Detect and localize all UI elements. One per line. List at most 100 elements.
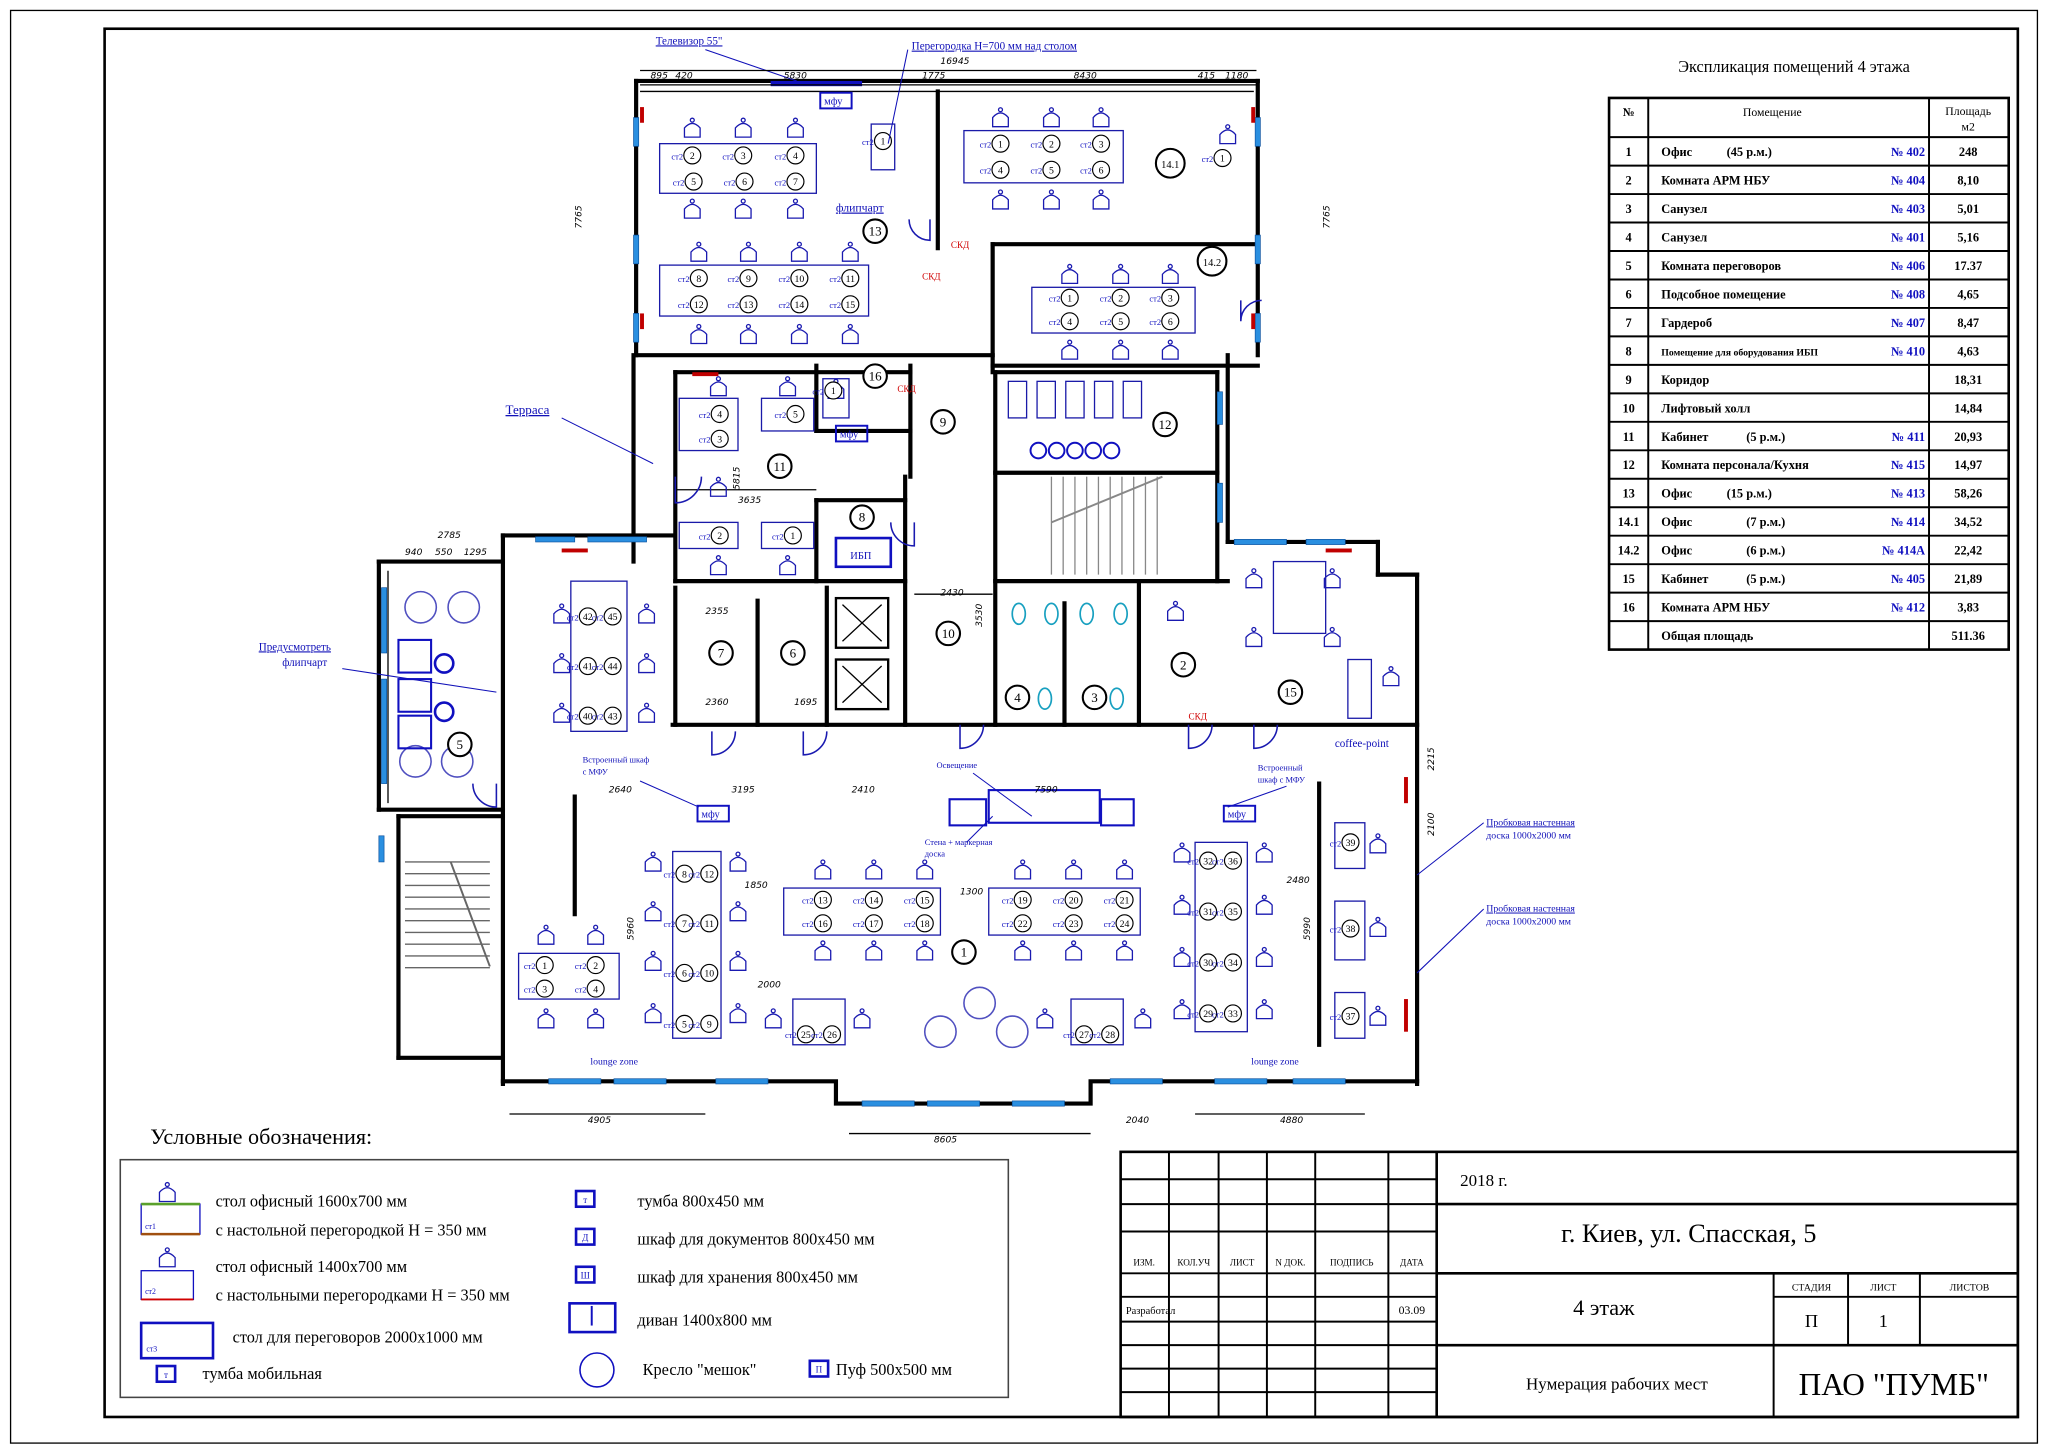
chair-icon	[553, 652, 571, 674]
desk-type-label: ст2	[1002, 896, 1014, 906]
workplace-label: 27	[1079, 1030, 1089, 1041]
annotation-terrace: Терраса	[506, 402, 550, 417]
desk-type-label: ст2	[980, 166, 992, 176]
workplace-label: 38	[1346, 924, 1356, 935]
workplace-circle	[786, 404, 805, 424]
workplace-label: 3	[542, 984, 547, 995]
cell-area: 22,42	[1954, 544, 1982, 558]
dimension-label: 3195	[731, 786, 754, 796]
cell-room-note: (5 р.м.)	[1746, 572, 1785, 586]
workplace-label: 44	[608, 662, 618, 673]
access-control-label: СКД	[1189, 712, 1207, 722]
desk-type-label: ст2	[664, 969, 676, 979]
workplace-circle	[689, 295, 708, 314]
workplace-circle	[535, 956, 554, 975]
desk3-code: ст3	[146, 1345, 157, 1354]
chair-icon	[1161, 339, 1179, 360]
mfu-box	[696, 804, 730, 823]
workplace-label: 6	[1168, 317, 1173, 328]
room-number: 14.1	[1161, 160, 1179, 171]
leader-line	[705, 49, 797, 82]
door-swing	[959, 724, 985, 750]
chair-icon	[814, 940, 832, 961]
chair-seat	[1173, 847, 1191, 863]
workplace-circle	[873, 131, 893, 151]
workplace-circle	[864, 890, 883, 909]
room-number-circle	[1004, 684, 1031, 711]
room-number-marker: 14.2	[1196, 245, 1228, 277]
chair-icon	[638, 603, 656, 624]
desk-type-label: ст2	[1187, 958, 1199, 968]
workplace-circle	[675, 914, 694, 933]
cell-room-name: Помещение для оборудования ИБП	[1661, 347, 1818, 358]
window	[548, 1078, 602, 1085]
workplace-label: 8	[696, 274, 701, 285]
workplace-label: 1	[831, 386, 836, 397]
chair-icon	[537, 1008, 555, 1029]
room-number-circle	[1152, 411, 1178, 438]
workplace-label: 12	[704, 869, 714, 880]
workplace-circle	[675, 1014, 694, 1033]
desk-type-label: ст2	[1100, 317, 1112, 327]
window	[1011, 1100, 1065, 1107]
chair-knob	[1118, 263, 1124, 270]
workplace-label: 35	[1228, 907, 1238, 918]
legend-text-desk1-line2: с настольной перегородкой Н = 350 мм	[216, 1220, 487, 1239]
desk-type-label: ст2	[1187, 857, 1199, 867]
desk-type-label: ст2	[664, 919, 676, 929]
chair-icon	[916, 940, 934, 961]
annotation-cork-board-1b: доска 1000х2000 мм	[1486, 830, 1571, 841]
workplace-label: 3	[1099, 139, 1104, 150]
beanbag-icon	[923, 1015, 957, 1049]
chair-icon	[644, 950, 662, 971]
chair-seat	[729, 856, 747, 872]
chair-seat	[587, 929, 605, 945]
cell-no: 2	[1626, 174, 1632, 188]
mobile-pedestal-icon	[155, 1364, 177, 1384]
year-label: 2018 г.	[1460, 1171, 1507, 1190]
chair-knob	[847, 241, 853, 247]
chair-icon	[1173, 999, 1191, 1020]
desk-type-label: ст2	[688, 870, 700, 880]
annotation-flipchart: флипчарт	[836, 202, 884, 215]
workplace-label: 2	[1118, 293, 1123, 304]
annotation-flipchart-provide-1: Предусмотреть	[259, 641, 331, 653]
dimension-label: 2480	[1286, 876, 1309, 886]
chair-knob	[1098, 189, 1104, 195]
cell-room-code: № 401	[1891, 230, 1925, 244]
annotation-wall-board-1: Стена + маркерная	[925, 837, 993, 847]
chair-seat	[779, 560, 797, 576]
chair-knob	[997, 189, 1004, 195]
cell-no: 11	[1623, 430, 1635, 444]
workplace-label: 1	[1220, 154, 1225, 165]
red-partition	[1251, 107, 1256, 123]
chair-knob	[785, 376, 791, 382]
workplace-circle	[1042, 160, 1061, 179]
leader-line	[342, 668, 497, 693]
room-number: 5	[457, 737, 464, 752]
desk-type-label: ст2	[1330, 1012, 1342, 1022]
workplace-label: 34	[1228, 958, 1238, 969]
cell-room-code: № 412	[1891, 601, 1925, 615]
chair-icon	[779, 555, 797, 576]
workplace-circle	[735, 172, 754, 191]
chair-seat	[1255, 847, 1273, 863]
workplace-circle	[1223, 1004, 1243, 1023]
room-number-circle	[951, 939, 977, 965]
workplace-label: 15	[845, 300, 855, 311]
workplace-circle	[1111, 288, 1130, 307]
cell-no: 5	[1626, 259, 1632, 273]
workplace-label: 5	[682, 1020, 687, 1031]
workplace-circle	[1042, 134, 1061, 153]
dimension-label: 7765	[574, 205, 584, 228]
chair-icon	[638, 652, 656, 674]
workplace-label: 36	[1228, 856, 1238, 867]
workplace-circle	[841, 269, 860, 288]
